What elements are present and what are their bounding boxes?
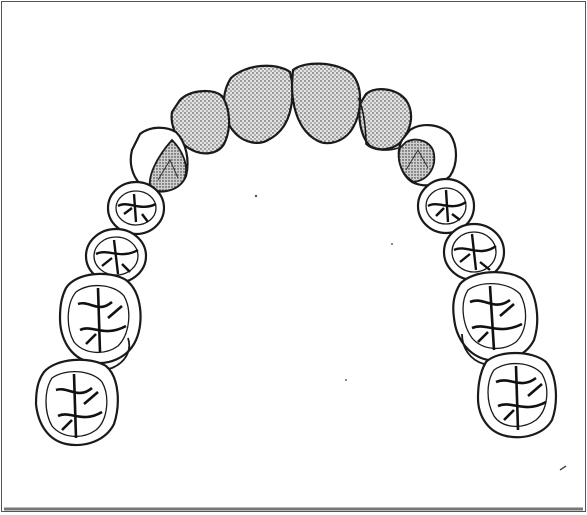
right-first-premolar (108, 182, 164, 234)
right-second-molar (36, 360, 118, 445)
scan-speck (255, 195, 257, 197)
left-second-molar (478, 353, 556, 437)
scan-speck (345, 379, 347, 381)
scan-speck (391, 243, 393, 245)
